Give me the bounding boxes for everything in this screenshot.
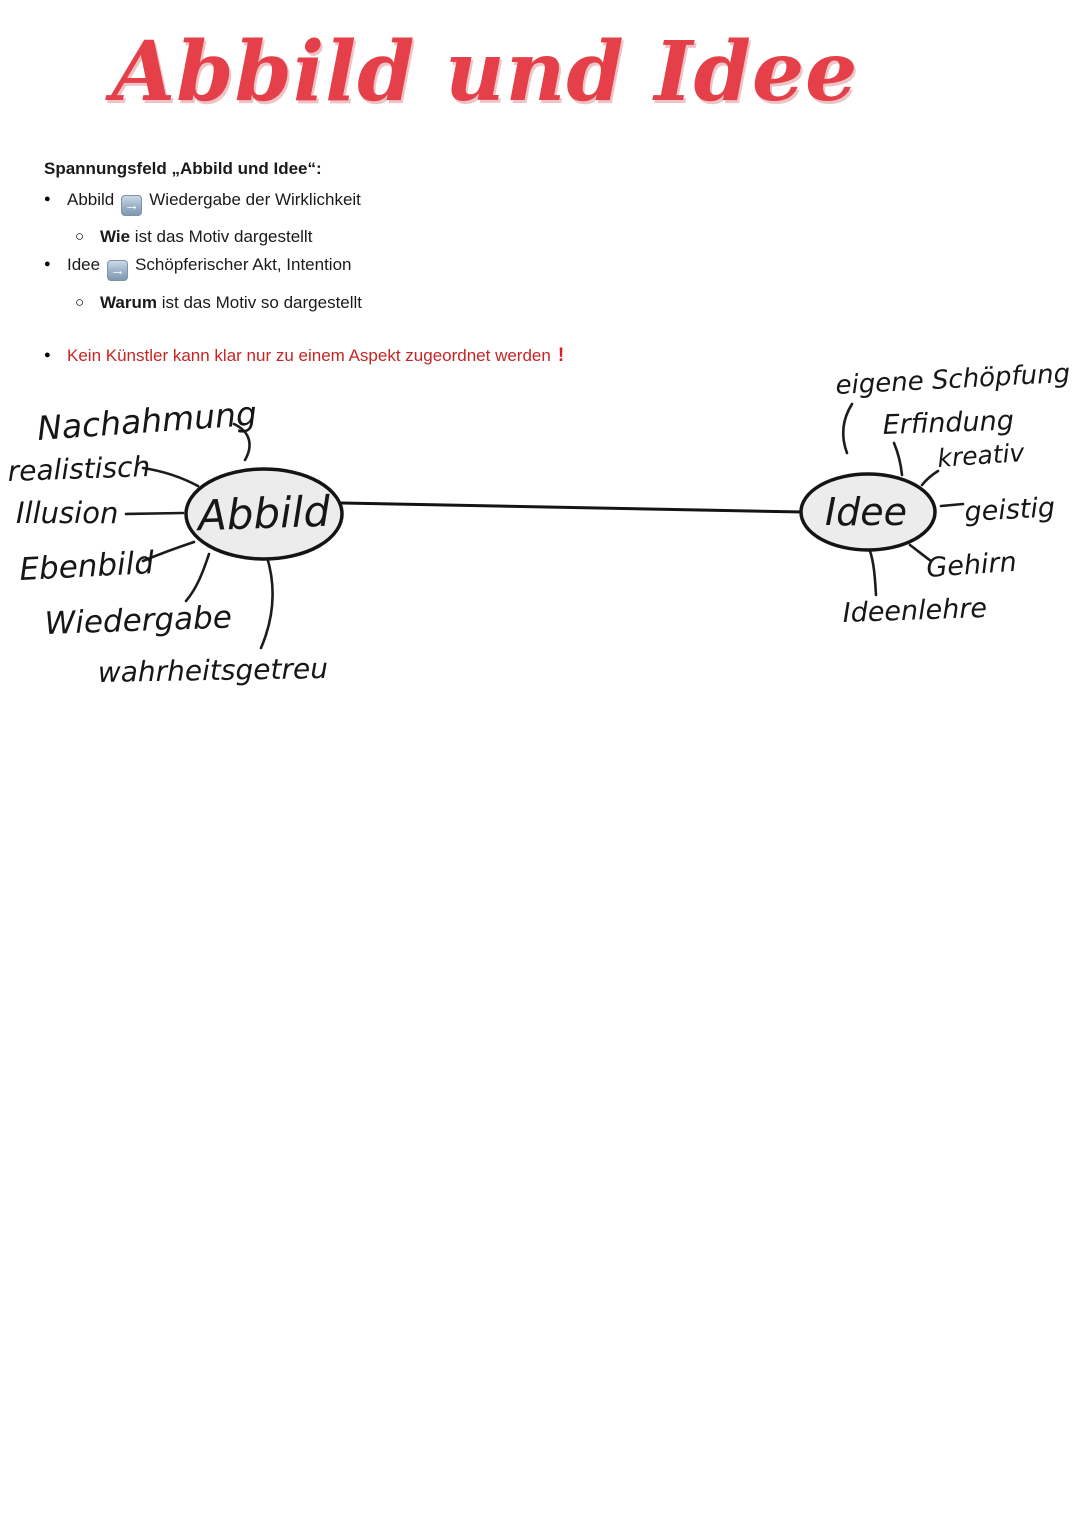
sub-bullet-bold-wie: Wie (100, 227, 131, 246)
warning-text: Kein Künstler kann klar nur zu einem Asp… (67, 346, 551, 365)
mindmap-label-ebenbild: Ebenbild (19, 545, 156, 588)
sub-bullet-rest-warum: ist das Motiv so dargestellt (157, 293, 363, 312)
idee-node (799, 472, 937, 552)
mindmap-label-wiedergabe: Wiedergabe (44, 599, 232, 642)
bullet-item-abbild: ● Abbild → Wiedergabe der Wirklichkeit (44, 189, 764, 216)
bullet-item-idee: ● Idee → Schöpferischer Akt, Intention (44, 254, 764, 281)
bullet-text: Abbild → Wiedergabe der Wirklichkeit (67, 189, 361, 216)
arrow-right-glyph: → (124, 197, 140, 214)
bullet-desc-idee: Schöpferischer Akt, Intention (135, 255, 352, 274)
arrow-right-glyph: → (110, 262, 126, 279)
mindmap-label-nachahmung: Nachahmung (36, 394, 258, 448)
page-title: Abbild und Idee (111, 24, 859, 120)
bullet-disc-icon: ● (44, 349, 51, 361)
mindmap-label-illusion: Illusion (16, 496, 118, 530)
idee-node-label: Idee (825, 490, 907, 534)
bullet-circle-icon: ○ (75, 294, 85, 311)
bullet-disc-icon: ● (44, 258, 51, 270)
connector-stroke-wahrheitsgetreu (259, 555, 274, 650)
notes-section: Spannungsfeld „Abbild und Idee“: ● Abbil… (44, 158, 764, 366)
bullet-text: Idee → Schöpferischer Akt, Intention (67, 254, 352, 281)
mindmap-label-realistisch: realistisch (7, 450, 151, 488)
mindmap-label-ideenlehre: Ideenlehre (842, 593, 987, 629)
sub-bullet-bold-warum: Warum (100, 293, 157, 312)
mindmap-label-kreativ: kreativ (936, 438, 1026, 473)
bullet-disc-icon: ● (44, 193, 51, 205)
bullet-term-abbild: Abbild (67, 190, 115, 209)
mindmap-label-geistig: geistig (964, 492, 1056, 528)
bullet-circle-icon: ○ (75, 228, 85, 245)
bullet-desc-abbild: Wiedergabe der Wirklichkeit (149, 190, 361, 209)
notes-heading: Spannungsfeld „Abbild und Idee“: (44, 159, 322, 178)
sub-bullet-text: Wie ist das Motiv dargestellt (100, 226, 312, 247)
mindmap-label-gehirn: Gehirn (925, 547, 1017, 584)
sub-bullet-wie: ○ Wie ist das Motiv dargestellt (44, 226, 764, 247)
connector-stroke-erfindung (892, 441, 904, 477)
connector-stroke-geistig (939, 502, 965, 508)
connector-stroke-realistisch (141, 466, 200, 488)
connector-stroke-gehirn (908, 543, 933, 563)
bullet-term-idee: Idee (67, 255, 101, 274)
connector-stroke-eigene-schoepfung (842, 402, 854, 455)
abbild-idee-link-line (339, 501, 805, 514)
connector-stroke-nachahmung (232, 422, 251, 462)
connector-stroke-wiedergabe (184, 552, 211, 603)
sub-bullet-warum: ○ Warum ist das Motiv so dargestellt (44, 292, 764, 313)
sub-bullet-rest-wie: ist das Motiv dargestellt (130, 227, 313, 246)
mindmap-label-wahrheitsgetreu: wahrheitsgetreu (98, 652, 329, 689)
abbild-node (184, 467, 344, 561)
mindmap-diagram: Abbild Idee Nachahmung realistisch Illus… (7, 359, 1071, 689)
mindmap-label-erfindung: Erfindung (882, 405, 1014, 441)
connector-stroke-illusion (124, 511, 185, 516)
connector-stroke-ideenlehre (868, 549, 878, 597)
sub-bullet-text: Warum ist das Motiv so dargestellt (100, 292, 362, 313)
abbild-node-label: Abbild (194, 487, 331, 541)
mindmap-label-eigene-schoepfung: eigene Schöpfung (835, 359, 1071, 401)
arrow-right-icon: → (107, 260, 129, 281)
arrow-right-icon: → (121, 195, 143, 216)
connector-stroke-ebenbild (141, 540, 196, 563)
connector-stroke-kreativ (920, 469, 940, 487)
exclamation-mark-icon: ! (557, 345, 565, 366)
bullet-item-warning: ● Kein Künstler kann klar nur zu einem A… (44, 345, 764, 366)
